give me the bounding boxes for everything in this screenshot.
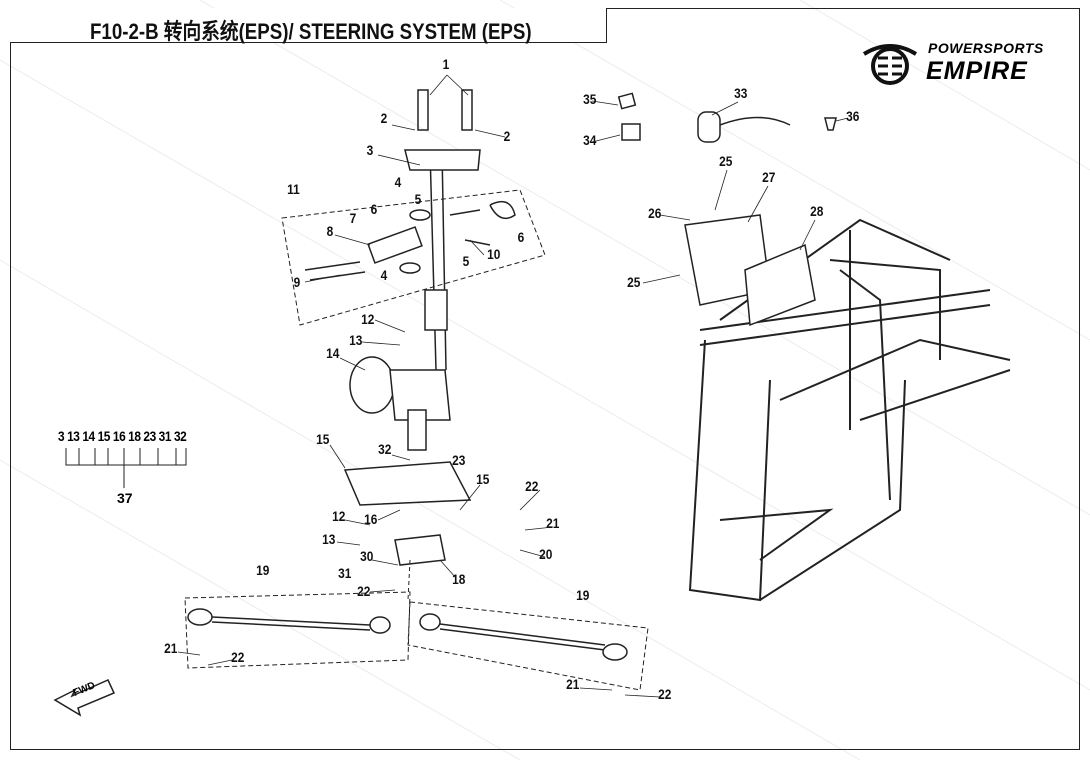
callout: 28 bbox=[810, 203, 824, 219]
callout: 21 bbox=[164, 640, 178, 656]
callout: 9 bbox=[293, 274, 301, 290]
callout: 7 bbox=[349, 210, 357, 226]
tie-rod-box-left bbox=[184, 591, 411, 669]
callout: 11 bbox=[287, 181, 300, 197]
callout: 6 bbox=[517, 229, 525, 245]
callout: 25 bbox=[719, 153, 733, 169]
callout: 21 bbox=[546, 515, 560, 531]
tie-rod-box-right bbox=[407, 601, 649, 691]
clamp-parts bbox=[304, 200, 516, 281]
callout: 34 bbox=[583, 132, 597, 148]
callout: 27 bbox=[762, 169, 776, 185]
eps-motor bbox=[349, 356, 451, 451]
assembly-legend-number: 37 bbox=[117, 490, 133, 506]
callout: 23 bbox=[452, 452, 466, 468]
callout: 14 bbox=[326, 345, 340, 361]
callout: 31 bbox=[338, 565, 352, 581]
part-35 bbox=[617, 92, 637, 110]
logo-line1: POWERSPORTS bbox=[928, 40, 1044, 56]
callout: 19 bbox=[576, 587, 590, 603]
part-34 bbox=[621, 123, 641, 141]
callout: 25 bbox=[627, 274, 641, 290]
callout: 36 bbox=[846, 108, 860, 124]
callout: 22 bbox=[658, 686, 672, 702]
callout: 35 bbox=[583, 91, 597, 107]
empire-wings-icon bbox=[862, 44, 918, 85]
callout: 30 bbox=[360, 548, 374, 564]
callout: 26 bbox=[648, 205, 662, 221]
page-title: F10-2-B 转向系统(EPS)/ STEERING SYSTEM (EPS) bbox=[90, 19, 532, 44]
callout: 15 bbox=[316, 431, 330, 447]
title-box: F10-2-B 转向系统(EPS)/ STEERING SYSTEM (EPS) bbox=[10, 8, 607, 44]
harness-33 bbox=[697, 111, 721, 143]
callout: 13 bbox=[349, 332, 363, 348]
logo-line2: EMPIRE bbox=[926, 57, 1028, 85]
leader-lines bbox=[177, 74, 849, 698]
callout: 12 bbox=[332, 508, 346, 524]
callout: 20 bbox=[539, 546, 553, 562]
callout: 22 bbox=[231, 649, 245, 665]
callout: 33 bbox=[734, 85, 748, 101]
callout: 15 bbox=[476, 471, 490, 487]
callout: 1 bbox=[442, 56, 450, 72]
callout: 12 bbox=[361, 311, 375, 327]
drawing-border bbox=[10, 8, 1080, 750]
callout: 2 bbox=[503, 128, 511, 144]
brand-logo: POWERSPORTS EMPIRE bbox=[860, 40, 1060, 86]
steering-column bbox=[404, 89, 481, 371]
callout: 3 bbox=[366, 142, 374, 158]
callout: 22 bbox=[525, 478, 539, 494]
tie-rods bbox=[187, 608, 628, 661]
bracket-group-box bbox=[281, 189, 546, 326]
assembly-legend-lines bbox=[65, 448, 187, 488]
callout: 22 bbox=[357, 583, 371, 599]
bracket-28 bbox=[744, 243, 816, 327]
mount-plate bbox=[343, 461, 472, 506]
callout: 5 bbox=[462, 253, 470, 269]
pitman-arm bbox=[394, 534, 446, 566]
assembly-legend-parts: 3 13 14 15 16 18 23 31 32 bbox=[58, 428, 187, 444]
callout: 4 bbox=[380, 267, 388, 283]
callout: 2 bbox=[380, 110, 388, 126]
part-36 bbox=[824, 117, 837, 131]
callout: 21 bbox=[566, 676, 580, 692]
callout: 6 bbox=[370, 201, 378, 217]
callout: 5 bbox=[414, 191, 422, 207]
callout: 10 bbox=[487, 246, 501, 262]
fwd-arrow bbox=[53, 679, 116, 717]
callout: 8 bbox=[326, 223, 334, 239]
callout: 13 bbox=[322, 531, 336, 547]
callout: 32 bbox=[378, 441, 392, 457]
callout: 18 bbox=[452, 571, 466, 587]
callout: 16 bbox=[364, 511, 378, 527]
callout: 4 bbox=[394, 174, 402, 190]
callout: 19 bbox=[256, 562, 270, 578]
